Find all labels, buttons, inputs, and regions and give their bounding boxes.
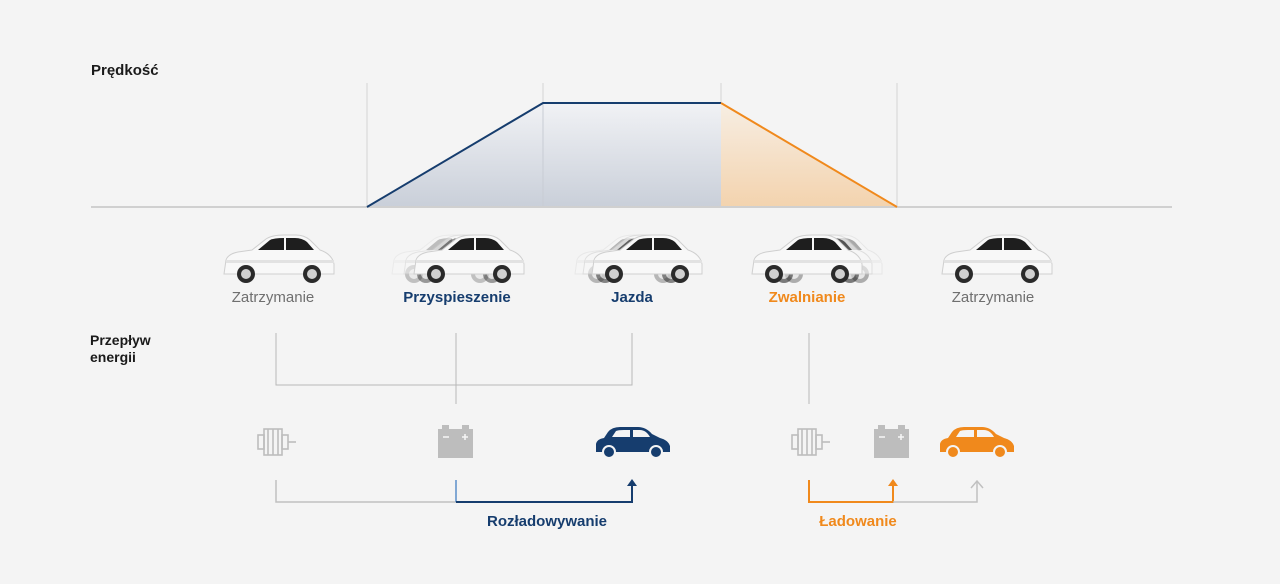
car-driving bbox=[574, 234, 703, 284]
energy-flow-label-line1: Przepływ bbox=[90, 332, 151, 348]
car-icon bbox=[940, 427, 1014, 459]
car-icon bbox=[596, 427, 670, 459]
charge-label: Ładowanie bbox=[819, 513, 897, 530]
car-stopped-1 bbox=[223, 234, 335, 284]
speed-label: Prędkość bbox=[91, 62, 159, 79]
speed-graph bbox=[91, 83, 1172, 208]
car-stopped-2 bbox=[941, 234, 1053, 284]
phase-label-deceleration: Zwalnianie bbox=[769, 289, 846, 306]
cruise-area bbox=[543, 103, 721, 207]
flow-connectors bbox=[275, 333, 810, 404]
car-accelerating bbox=[391, 234, 525, 284]
speed-line-decel bbox=[720, 102, 898, 208]
charge-flow bbox=[808, 479, 984, 503]
battery-icon bbox=[438, 425, 473, 458]
energy-flow-label: Przepływ energii bbox=[90, 332, 155, 365]
discharge-flow bbox=[275, 479, 637, 503]
motor-icon bbox=[791, 428, 830, 456]
phase-label-stop-2: Zatrzymanie bbox=[952, 289, 1035, 306]
discharge-label: Rozładowywanie bbox=[487, 513, 607, 530]
phase-label-driving: Jazda bbox=[611, 289, 653, 306]
cars-row bbox=[223, 234, 1053, 284]
phase-label-acceleration: Przyspieszenie bbox=[403, 289, 511, 306]
speed-line-accel bbox=[366, 102, 721, 208]
motor-icon bbox=[257, 428, 296, 456]
energy-flow-label-line2: energii bbox=[90, 349, 136, 365]
car-decelerating bbox=[751, 234, 883, 284]
battery-icon bbox=[874, 425, 909, 458]
phase-label-stop-1: Zatrzymanie bbox=[232, 289, 315, 306]
